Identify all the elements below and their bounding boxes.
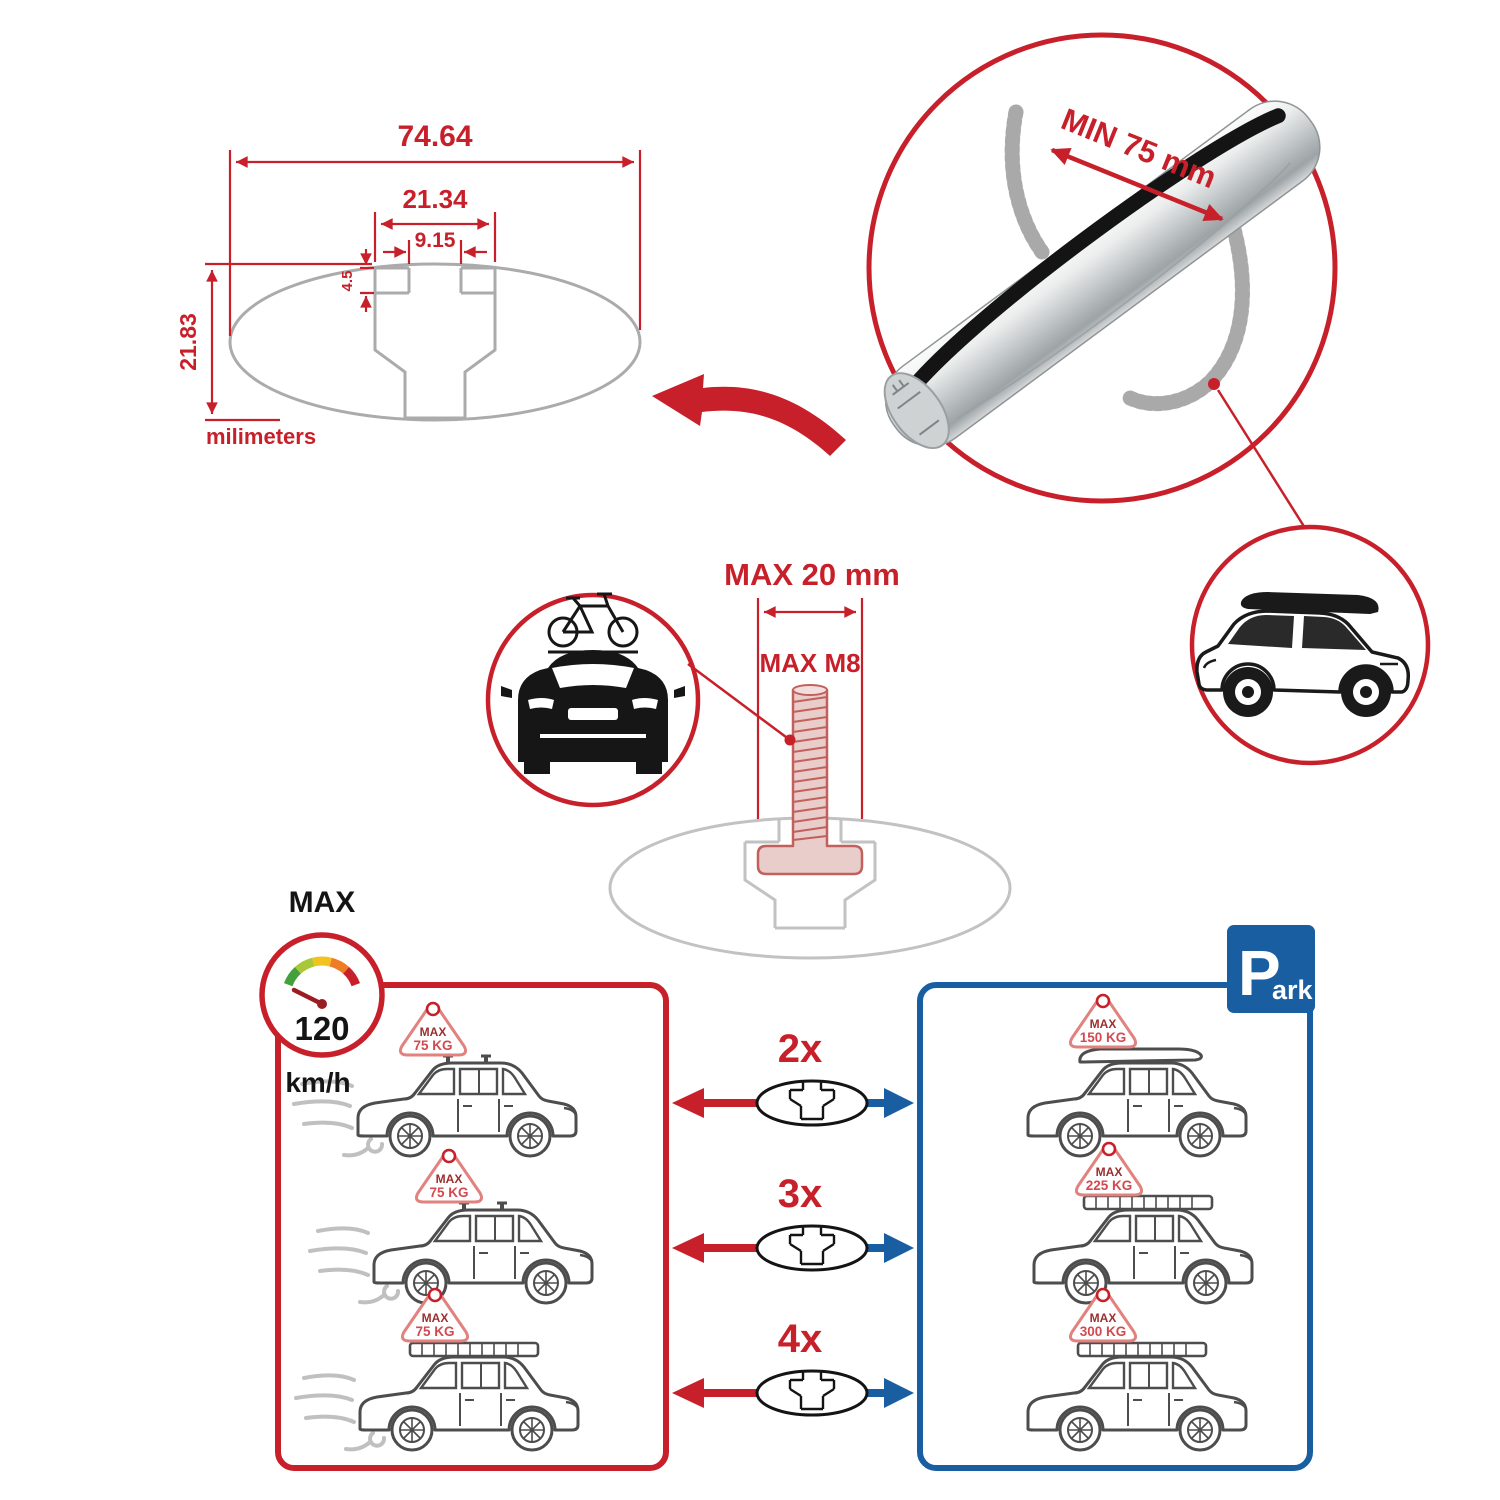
gauge-arc <box>283 956 361 987</box>
roof-box-icon <box>1078 1047 1203 1064</box>
bar-count-label-2: 3x <box>778 1172 823 1216</box>
speed-max-label: MAX <box>289 886 356 919</box>
rubber-strip <box>898 108 1286 404</box>
cross-section-diagram: 74.64 21.34 9.15 4.5 21.83 mili <box>175 120 642 449</box>
profile-channel <box>373 266 497 420</box>
tag-title: MAX <box>422 1311 449 1325</box>
dim-total-width: 74.64 <box>228 120 642 336</box>
roofbox-car-circle <box>1189 524 1431 766</box>
roof-basket-icon <box>408 1341 540 1358</box>
bike-car-circle <box>485 592 796 808</box>
bolt-diagram: MAX 20 mm MAX M8 <box>608 557 1012 960</box>
park-suffix: ark <box>1272 975 1314 1005</box>
slot-channel-ghost <box>743 820 877 930</box>
bar-profile-icon <box>755 1224 869 1272</box>
tag-title: MAX <box>420 1025 447 1039</box>
clamp-strap-left <box>1004 104 1050 260</box>
pointer-arrow <box>652 374 846 456</box>
park-letter: P <box>1238 937 1281 1009</box>
dim-channel-width: 21.34 <box>373 184 497 262</box>
tag-value: 75 KG <box>413 1038 452 1053</box>
load-tag-parked-1: MAX 150 KG <box>1068 993 1138 1049</box>
tag-title: MAX <box>1090 1311 1117 1325</box>
profile-oval <box>228 262 642 422</box>
bar-count-row-1: 2x <box>672 1027 914 1127</box>
bolt-max-width-label: MAX 20 mm <box>724 557 900 592</box>
leader-line-to-bolt <box>687 662 791 742</box>
load-tag-driving-1: MAX 75 KG <box>398 1001 468 1057</box>
bolt-max-thread-label: MAX M8 <box>759 648 860 678</box>
bar-detail-circle: MIN 75 mm <box>866 32 1338 529</box>
roof-box-icon <box>1240 592 1379 614</box>
red-arrow-head <box>672 1233 704 1263</box>
min-span-arrow <box>1050 147 1224 222</box>
load-tag-driving-3: MAX 75 KG <box>400 1287 470 1343</box>
dim-slot-width: 9.15 <box>383 229 487 264</box>
dim-lip-depth-label: 4.5 <box>339 271 356 292</box>
gauge-needle <box>291 987 325 1007</box>
load-tag-parked-3: MAX 300 KG <box>1068 1287 1138 1343</box>
gauge-circle <box>259 932 385 1058</box>
clamp-strap-right <box>1122 214 1250 412</box>
red-arrow-head <box>672 1088 704 1118</box>
speedometer: MAX 120 km/h <box>259 886 385 1098</box>
suv-with-roof-box <box>1195 592 1411 717</box>
park-sign: P ark <box>1227 925 1315 1013</box>
bar-count-label-3: 4x <box>778 1317 823 1361</box>
t-bolt <box>756 684 864 876</box>
blue-arrow-head <box>884 1378 914 1408</box>
tag-value: 75 KG <box>415 1324 454 1339</box>
dim-channel-width-label: 21.34 <box>402 184 468 214</box>
leader-dot <box>1208 378 1220 390</box>
bolt-threads <box>792 696 828 841</box>
bar-count-row-3: 4x <box>672 1317 914 1417</box>
roof-basket-icon <box>1076 1341 1208 1358</box>
bar-profile-icon <box>755 1369 869 1417</box>
tag-value: 75 KG <box>429 1185 468 1200</box>
speed-units: km/h <box>285 1067 350 1098</box>
leader-dot-bolt <box>784 734 796 746</box>
roof-basket-icon <box>1082 1194 1214 1211</box>
blue-arrow-head <box>884 1088 914 1118</box>
bar-count-label-1: 2x <box>778 1027 823 1071</box>
park-sign-board <box>1227 925 1315 1013</box>
car-front-icon <box>501 650 685 774</box>
tag-value: 225 KG <box>1086 1178 1133 1193</box>
tag-title: MAX <box>1096 1165 1123 1179</box>
dim-total-width-label: 74.64 <box>397 120 472 153</box>
leader-line-to-car <box>1216 389 1307 529</box>
tag-value: 300 KG <box>1080 1324 1127 1339</box>
speed-value: 120 <box>294 1010 349 1047</box>
load-tag-driving-2: MAX 75 KG <box>414 1148 484 1204</box>
bar-profile-icon <box>755 1079 869 1127</box>
tag-title: MAX <box>1090 1017 1117 1031</box>
bar-end-cap <box>883 372 950 450</box>
tag-value: 150 KG <box>1080 1030 1127 1045</box>
bar-count-row-2: 3x <box>672 1172 914 1272</box>
red-arrow-head <box>672 1378 704 1408</box>
dim-profile-height-label: 21.83 <box>175 313 201 371</box>
bicycle-icon <box>547 592 639 648</box>
tag-title: MAX <box>436 1172 463 1186</box>
dim-lip-depth: 4.5 <box>339 249 374 312</box>
gauge-pivot <box>317 999 327 1009</box>
dim-profile-height: 21.83 <box>175 262 372 422</box>
dim-slot-width-label: 9.15 <box>415 229 456 252</box>
units-label: milimeters <box>206 424 316 449</box>
load-tag-parked-2: MAX 225 KG <box>1074 1141 1144 1197</box>
blue-arrow-head <box>884 1233 914 1263</box>
